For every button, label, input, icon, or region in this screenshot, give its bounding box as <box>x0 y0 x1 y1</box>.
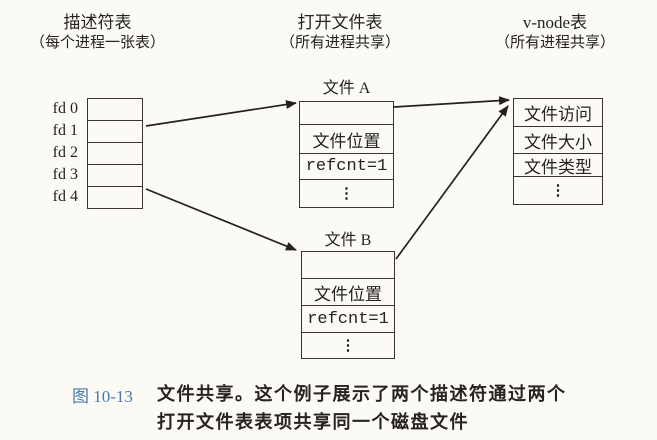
vnode-size-cell: 文件大小 <box>514 126 602 153</box>
file-a-title: 文件 A <box>322 80 371 97</box>
vnode-type-cell: 文件类型 <box>514 153 602 177</box>
file-a-pointer-cell <box>300 102 393 124</box>
vnode-table-header: v-node表 （所有进程共享） <box>455 12 655 54</box>
vnode-access-cell: 文件访问 <box>524 105 592 124</box>
fd-slot-3 <box>88 164 142 186</box>
fd-slot-4 <box>88 186 142 208</box>
open-file-table-header: 打开文件表 （所有进程共享） <box>235 12 445 54</box>
figure-caption-line-1: 文件共享。这个例子展示了两个描述符通过两个 <box>157 384 567 404</box>
vnode-table-subtitle: （所有进程共享） <box>494 35 615 51</box>
file-b-position-cell: 文件位置 <box>302 278 394 305</box>
file-b-title: 文件 B <box>324 232 372 249</box>
file-a-refcnt-cell: refcnt=1 <box>300 153 393 179</box>
file-b-table: 文件位置 refcnt=1 ⋮ <box>301 251 395 359</box>
fd-slot-1 <box>88 120 142 142</box>
arrow-file-a-to-vnode <box>393 96 510 108</box>
descriptor-table <box>87 98 143 209</box>
arrow-fd1-to-file-a <box>145 100 297 127</box>
fd-slot-2 <box>88 142 142 164</box>
file-b-ellipsis-cell: ⋮ <box>302 332 394 358</box>
fd-label-1: fd 1 <box>52 122 78 139</box>
fd-label-0: fd 0 <box>52 100 78 117</box>
file-b-refcnt-cell: refcnt=1 <box>302 305 394 332</box>
file-a-position-cell: 文件位置 <box>300 124 393 153</box>
file-a-ellipsis-cell: ⋮ <box>300 179 393 207</box>
arrow-fd4-to-file-b <box>145 188 297 251</box>
file-a-table: 文件位置 refcnt=1 ⋮ <box>299 101 394 208</box>
figure-caption-text: 文件共享。这个例子展示了两个描述符通过两个 打开文件表表项共享同一个磁盘文件 <box>157 380 597 436</box>
vnode-ellipsis-cell: ⋮ <box>514 176 602 204</box>
fd-label-4: fd 4 <box>52 188 78 205</box>
open-file-table-subtitle: （所有进程共享） <box>279 35 400 51</box>
arrow-file-b-to-vnode <box>395 105 509 260</box>
fd-slot-0 <box>88 99 142 120</box>
vnode-table: 文件访问 文件大小 文件类型 ⋮ <box>513 98 603 205</box>
fd-label-3: fd 3 <box>52 166 78 183</box>
descriptor-table-subtitle: （每个进程一张表） <box>29 35 165 51</box>
fd-labels: fd 0 fd 1 fd 2 fd 3 fd 4 <box>28 98 82 208</box>
file-b-pointer-cell <box>302 252 394 278</box>
descriptor-table-header: 描述符表 （每个进程一张表） <box>10 12 185 54</box>
descriptor-table-title: 描述符表 <box>63 13 132 32</box>
open-file-table-title: 打开文件表 <box>297 13 383 32</box>
figure-number-label: 图 10-13 <box>72 387 133 406</box>
figure-caption-line-2: 打开文件表表项共享同一个磁盘文件 <box>157 412 469 432</box>
vnode-table-title: v-node表 <box>522 13 588 32</box>
fd-label-2: fd 2 <box>52 144 78 161</box>
